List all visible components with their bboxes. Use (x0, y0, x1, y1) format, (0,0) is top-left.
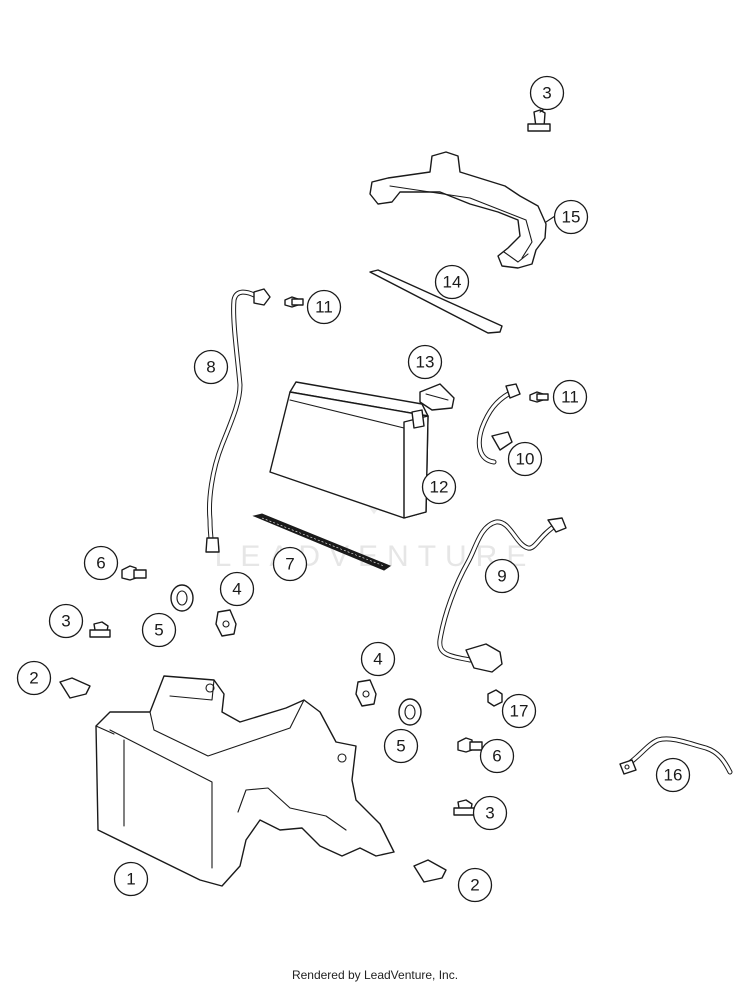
svg-text:2: 2 (470, 876, 479, 895)
part-4-clip-nut-left (215, 609, 237, 637)
svg-text:11: 11 (561, 388, 579, 407)
part-2-clip-left (59, 677, 91, 699)
part-4-clip-nut-right (355, 679, 377, 707)
svg-text:4: 4 (373, 650, 382, 669)
svg-text:6: 6 (492, 747, 501, 766)
callout-7: 7 (272, 546, 308, 582)
part-14-rubber-pad (369, 269, 503, 334)
svg-text:15: 15 (562, 208, 581, 227)
svg-text:6: 6 (96, 554, 105, 573)
svg-text:5: 5 (154, 621, 163, 640)
callout-16: 16 (655, 757, 691, 793)
svg-text:12: 12 (430, 478, 449, 497)
part-7-battery-mat (252, 513, 392, 571)
svg-text:16: 16 (664, 766, 683, 785)
callout-3-left: 3 (48, 603, 84, 639)
callout-17: 17 (501, 693, 537, 729)
part-9-cable-long (437, 517, 567, 673)
part-1-battery-box (95, 675, 395, 887)
callout-14: 14 (434, 264, 470, 300)
callout-11-right: 11 (552, 379, 588, 415)
callout-3-top: 3 (529, 75, 565, 111)
callout-5-left: 5 (141, 612, 177, 648)
callout-1: 1 (113, 861, 149, 897)
svg-text:11: 11 (315, 298, 333, 317)
part-5-grommet-left (170, 584, 194, 612)
part-3-screw-left (89, 621, 111, 638)
part-3-screw-bottom (453, 799, 475, 816)
svg-text:9: 9 (497, 567, 506, 586)
callout-5-right: 5 (383, 728, 419, 764)
part-11-bolt-left (284, 296, 304, 308)
svg-text:3: 3 (485, 804, 494, 823)
callout-10: 10 (507, 441, 543, 477)
callout-9: 9 (484, 558, 520, 594)
svg-text:3: 3 (542, 84, 551, 103)
part-11-bolt-right (529, 391, 549, 403)
svg-text:17: 17 (510, 702, 529, 721)
part-16-ground-cable (619, 736, 733, 775)
callout-4-left: 4 (219, 571, 255, 607)
svg-text:4: 4 (232, 580, 241, 599)
part-2-clip-bottom (413, 859, 447, 883)
part-6-bolt-right (457, 737, 483, 753)
svg-text:13: 13 (416, 353, 435, 372)
part-3-screw-top (527, 109, 551, 132)
callout-2-left: 2 (16, 660, 52, 696)
svg-text:8: 8 (206, 358, 215, 377)
callout-15: 15 (553, 199, 589, 235)
part-8-cable (205, 288, 271, 553)
part-15-battery-bracket (369, 151, 547, 269)
part-12-battery (269, 381, 429, 519)
part-17-nut (487, 689, 503, 707)
callout-12: 12 (421, 469, 457, 505)
svg-text:14: 14 (443, 273, 462, 292)
svg-text:10: 10 (516, 450, 535, 469)
callout-2-bottom: 2 (457, 867, 493, 903)
callout-13: 13 (407, 344, 443, 380)
callout-3-bottom: 3 (472, 795, 508, 831)
footer-credit: Rendered by LeadVenture, Inc. (291, 968, 459, 982)
callout-8: 8 (193, 349, 229, 385)
callout-6-right: 6 (479, 738, 515, 774)
callout-4-right: 4 (360, 641, 396, 677)
part-6-bolt-left (121, 565, 147, 581)
svg-text:5: 5 (396, 737, 405, 756)
svg-text:1: 1 (126, 870, 135, 889)
part-10-cable-short (476, 383, 521, 465)
callout-11-left: 11 (306, 289, 342, 325)
part-5-grommet-right (398, 698, 422, 726)
callout-6-left: 6 (83, 545, 119, 581)
svg-text:7: 7 (285, 555, 294, 574)
svg-text:2: 2 (29, 669, 38, 688)
part-13-terminal-cover (419, 383, 455, 411)
svg-text:3: 3 (61, 612, 70, 631)
